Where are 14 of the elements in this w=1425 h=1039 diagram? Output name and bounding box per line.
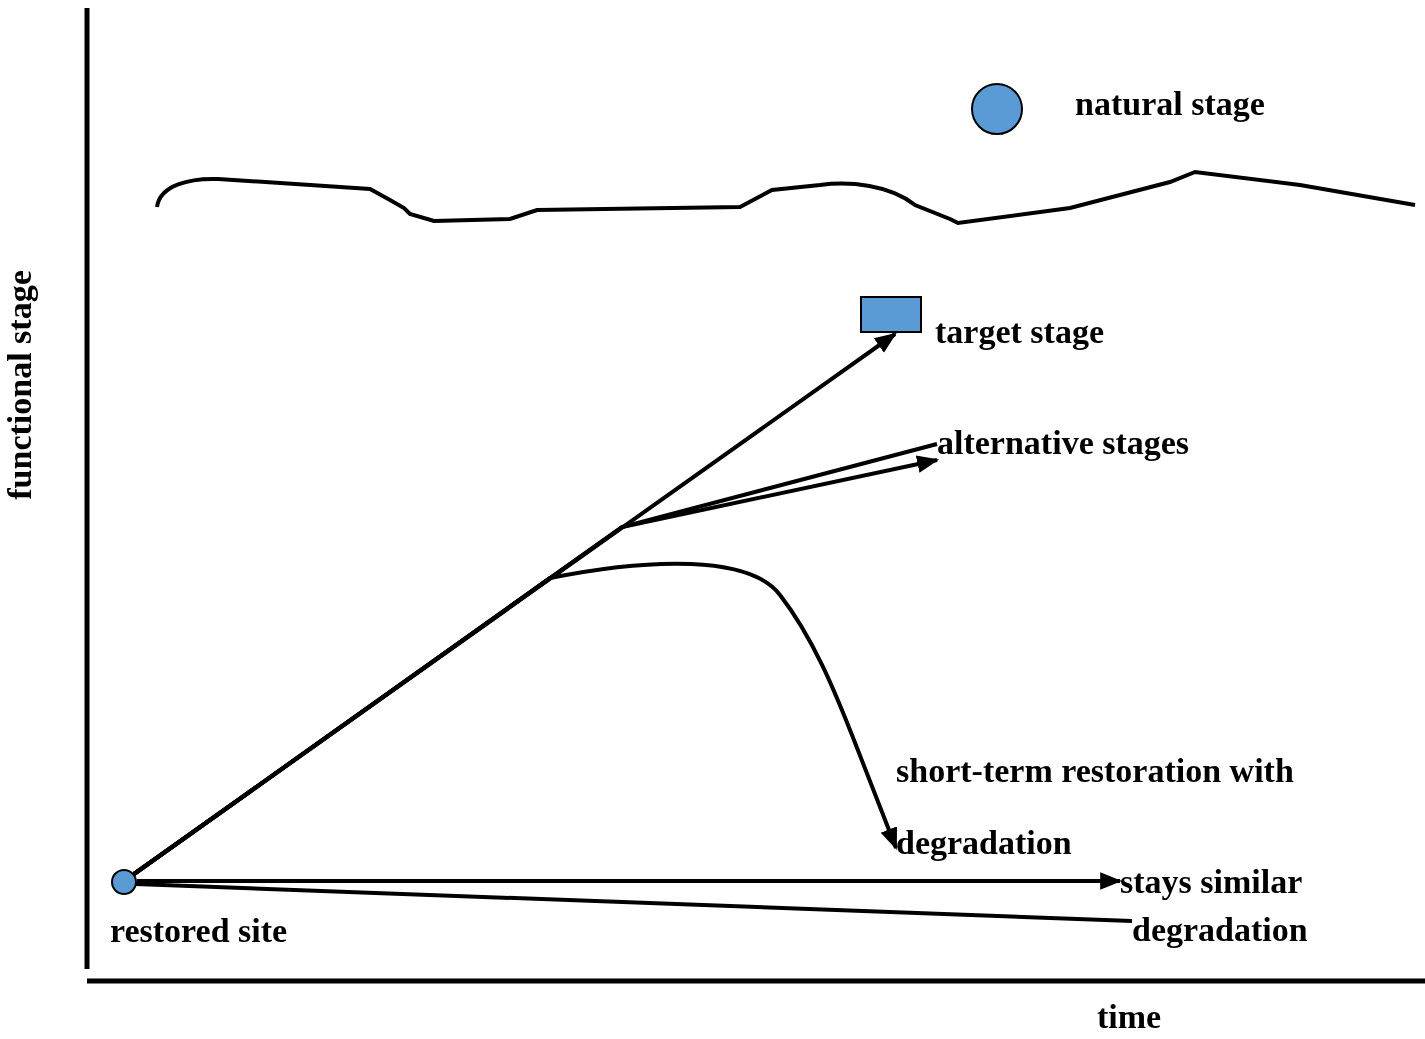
stage-label: restored site: [110, 911, 288, 951]
stage-label: target stage: [935, 312, 1104, 352]
trajectory-line: [135, 882, 1133, 923]
stage-label: alternative stages: [937, 423, 1190, 463]
square-marker: [860, 296, 922, 333]
axis-title: functional stage: [0, 270, 39, 500]
stage-label: degradation: [1132, 910, 1308, 950]
trajectory-arrow: [132, 561, 898, 876]
axis-title: time: [1097, 997, 1162, 1037]
stage-label: natural stage: [1075, 84, 1265, 124]
circle-marker: [111, 869, 137, 895]
stage-label: stays similar: [1120, 862, 1303, 902]
circle-marker: [971, 83, 1023, 135]
trajectory-arrow: [137, 872, 1123, 890]
